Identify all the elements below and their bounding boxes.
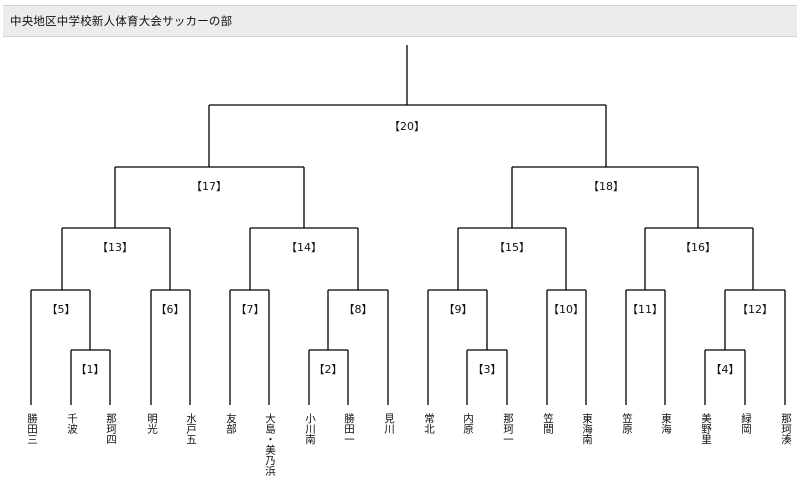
team-name: 千波	[66, 413, 78, 434]
bracket-line-13	[61, 227, 171, 290]
bracket-line-7	[229, 289, 270, 405]
bracket-line-16	[644, 227, 754, 290]
team-name: 那珂湊	[780, 413, 792, 445]
team-name: 友部	[225, 413, 237, 434]
match-label-13: 【13】	[97, 241, 133, 254]
team-name: 小川南	[304, 413, 316, 445]
bracket-line-14	[249, 227, 359, 290]
team-name: 美野里	[700, 413, 712, 445]
match-label-17: 【17】	[191, 180, 227, 193]
match-label-16: 【16】	[680, 241, 716, 254]
bracket-line-9	[427, 289, 488, 405]
match-label-11: 【11】	[627, 303, 663, 316]
match-label-7: 【7】	[236, 303, 265, 316]
match-label-15: 【15】	[494, 241, 530, 254]
bracket-line-11	[625, 289, 666, 405]
bracket-lines	[30, 45, 786, 405]
match-label-20: 【20】	[389, 120, 425, 133]
team-name: 笠間	[542, 413, 554, 434]
team-name: 見川	[383, 413, 395, 434]
team-name: 東海南	[581, 413, 593, 445]
match-label-2: 【2】	[314, 363, 343, 376]
bracket-line-5	[30, 289, 91, 405]
match-label-8: 【8】	[344, 303, 373, 316]
bracket-line-1	[70, 349, 111, 405]
bracket-line-15	[457, 227, 567, 290]
bracket-line-final	[208, 45, 607, 167]
match-label-4: 【4】	[711, 363, 740, 376]
team-name: 那珂四	[105, 413, 117, 445]
team-name: 東海	[660, 413, 672, 434]
match-label-12: 【12】	[737, 303, 773, 316]
bracket-line-18	[511, 166, 699, 228]
match-label-6: 【6】	[156, 303, 185, 316]
match-label-18: 【18】	[588, 180, 624, 193]
team-name: 常北	[423, 413, 435, 434]
team-name: 那珂一	[502, 413, 514, 445]
bracket-line-8	[327, 289, 389, 405]
page-header: 中央地区中学校新人体育大会サッカーの部	[3, 5, 797, 37]
team-name: 勝田一	[343, 413, 355, 445]
match-label-9: 【9】	[444, 303, 473, 316]
bracket-line-17	[114, 166, 305, 228]
match-label-1: 【1】	[76, 363, 105, 376]
team-name: 大島・美乃浜	[264, 413, 276, 476]
team-name: 緑岡	[740, 413, 752, 434]
team-name: 笠原	[621, 413, 633, 434]
bracket-line-12	[724, 289, 786, 405]
match-label-5: 【5】	[47, 303, 76, 316]
bracket-line-4	[704, 349, 746, 405]
bracket-line-3	[466, 349, 508, 405]
bracket-line-2	[308, 349, 349, 405]
bracket-line-10	[546, 289, 587, 405]
page-title: 中央地区中学校新人体育大会サッカーの部	[10, 14, 233, 28]
bracket-line-6	[150, 289, 191, 405]
match-label-14: 【14】	[286, 241, 322, 254]
team-name: 明光	[146, 413, 158, 434]
team-name: 内原	[462, 413, 474, 434]
match-label-3: 【3】	[473, 363, 502, 376]
team-name: 水戸五	[185, 413, 197, 445]
match-label-10: 【10】	[548, 303, 584, 316]
team-name: 勝田三	[26, 413, 38, 445]
